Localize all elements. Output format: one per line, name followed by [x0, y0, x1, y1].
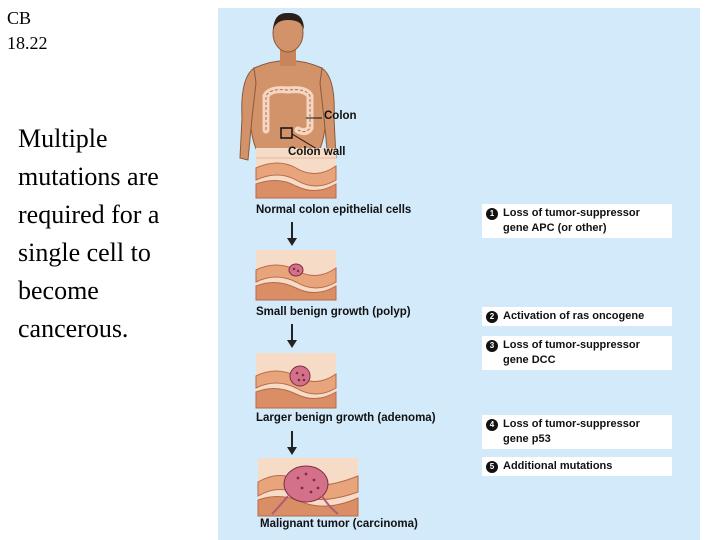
step-text: Loss of tumor-suppressor gene p53	[503, 418, 640, 445]
tissue-panel-carcinoma	[257, 458, 359, 517]
figure-panel: Colon Colon wall Normal colon epithelial…	[218, 8, 700, 540]
tissue-panel-adenoma	[255, 353, 337, 409]
step-number-badge: 5	[486, 461, 498, 473]
mutation-step-1: 1 Loss of tumor-suppressor gene APC (or o…	[482, 204, 672, 238]
slide-label-line2: 18.22	[7, 33, 48, 53]
arrow-down-icon	[287, 324, 297, 348]
slide-caption: Multiple mutations are required for a si…	[18, 124, 160, 343]
slide-label: CB 18.22	[7, 6, 48, 56]
stage-label-adenoma: Larger benign growth (adenoma)	[256, 412, 436, 424]
tissue-panel-normal	[255, 148, 337, 199]
stage-label-carcinoma: Malignant tumor (carcinoma)	[260, 518, 418, 530]
stage-label-normal: Normal colon epithelial cells	[256, 204, 412, 216]
step-number-badge: 3	[486, 340, 498, 352]
step-text: Loss of tumor-suppressor gene APC (or ot…	[503, 207, 640, 234]
mutation-step-2: 2 Activation of ras oncogene	[482, 307, 672, 326]
step-number-badge: 2	[486, 311, 498, 323]
tissue-panel-polyp	[255, 250, 337, 301]
arrow-down-icon	[287, 222, 297, 246]
mutation-step-4: 4 Loss of tumor-suppressor gene p53	[482, 415, 672, 449]
mutation-step-5: 5 Additional mutations	[482, 457, 672, 476]
arrow-down-icon	[287, 431, 297, 455]
callout-colon-wall: Colon wall	[288, 146, 346, 158]
slide-label-line1: CB	[7, 8, 32, 28]
step-text: Loss of tumor-suppressor gene DCC	[503, 339, 640, 366]
step-number-badge: 1	[486, 208, 498, 220]
step-text: Activation of ras oncogene	[503, 310, 645, 322]
step-number-badge: 4	[486, 419, 498, 431]
callout-colon: Colon	[324, 110, 357, 122]
human-figure	[239, 12, 337, 161]
step-text: Additional mutations	[503, 460, 613, 472]
stage-label-polyp: Small benign growth (polyp)	[256, 306, 411, 318]
figure-illustration	[239, 12, 359, 517]
mutation-step-3: 3 Loss of tumor-suppressor gene DCC	[482, 336, 672, 370]
